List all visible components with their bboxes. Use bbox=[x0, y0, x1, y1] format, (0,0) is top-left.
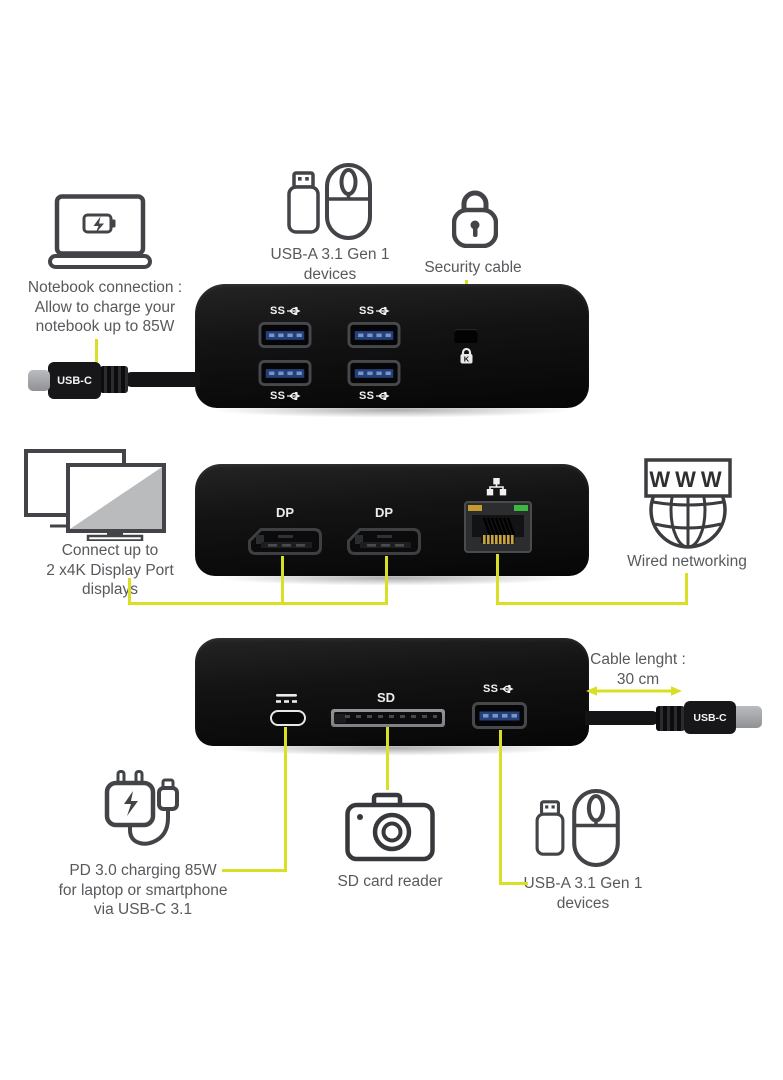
dock-shadow bbox=[210, 740, 574, 756]
usba-top-callout: USB-A 3.1 Gen 1 devices bbox=[268, 245, 392, 284]
callout-line: USB-A 3.1 Gen 1 bbox=[523, 875, 643, 892]
mouse-icon bbox=[325, 163, 372, 240]
sd-slot-pins bbox=[345, 715, 437, 718]
wall-charger-icon bbox=[104, 770, 179, 846]
dock-shadow bbox=[210, 570, 574, 586]
double-arrow-icon bbox=[586, 686, 682, 696]
usba-bottom-callout: USB-A 3.1 Gen 1 devices bbox=[520, 874, 646, 913]
callout-line: 2 x4K Display Port bbox=[46, 561, 174, 579]
kensington-lock-icon: K bbox=[460, 347, 473, 364]
superspeed-trident-icon bbox=[287, 391, 301, 401]
dock-shadow bbox=[205, 402, 579, 418]
connector-line bbox=[496, 602, 688, 605]
callout-line: devices bbox=[556, 894, 610, 912]
svg-text:WWW: WWW bbox=[649, 467, 726, 492]
sd-card-edge bbox=[334, 714, 346, 723]
superspeed-label: SS bbox=[359, 305, 390, 317]
svg-text:K: K bbox=[464, 354, 470, 363]
callout-line: displays bbox=[82, 581, 138, 598]
superspeed-label: SS bbox=[359, 390, 390, 402]
usbc-plug-label: USB-C bbox=[693, 711, 727, 724]
callout-line: for laptop or smartphone bbox=[58, 881, 228, 899]
usb-a-port bbox=[258, 360, 312, 386]
displays-callout: Connect up to 2 x4K Display Port display… bbox=[12, 541, 208, 600]
usbc-cable bbox=[585, 711, 659, 725]
usbc-plug-tip bbox=[736, 706, 762, 728]
sd-card-slot bbox=[331, 709, 445, 727]
top-view-section: Notebook connection : Allow to charge yo… bbox=[0, 0, 783, 440]
callout-line: devices bbox=[303, 265, 357, 283]
connector-line bbox=[499, 882, 528, 885]
callout-line: USB-A 3.1 Gen 1 bbox=[270, 246, 390, 263]
usb-flash-drive-icon bbox=[287, 171, 320, 234]
sd-reader-callout: SD card reader bbox=[325, 872, 455, 892]
dp-port-label: DP bbox=[374, 505, 394, 520]
superspeed-trident-icon bbox=[376, 391, 390, 401]
dp-port-label: DP bbox=[275, 505, 295, 520]
superspeed-trident-icon bbox=[376, 306, 390, 316]
connector-line bbox=[222, 869, 287, 872]
pd-charging-callout: PD 3.0 charging 85W for laptop or smartp… bbox=[40, 861, 246, 920]
connector-line bbox=[284, 727, 287, 872]
connector-line bbox=[128, 602, 388, 605]
notebook-connection-callout: Notebook connection : Allow to charge yo… bbox=[10, 278, 200, 337]
cable-length-callout: Cable lenght : 30 cm bbox=[577, 650, 699, 689]
superspeed-trident-icon bbox=[287, 306, 301, 316]
usb-c-port bbox=[270, 710, 306, 726]
padlock-icon bbox=[452, 190, 498, 248]
laptop-charging-icon bbox=[48, 194, 152, 269]
sd-slot-label: SD bbox=[377, 690, 396, 705]
callout-line: PD 3.0 charging 85W bbox=[69, 862, 217, 879]
dual-monitors-icon bbox=[24, 449, 166, 541]
usb-a-port bbox=[347, 360, 401, 386]
callout-line: via USB-C 3.1 bbox=[93, 901, 193, 918]
superspeed-label: SS bbox=[483, 683, 514, 695]
usbc-plug-ribs bbox=[656, 706, 685, 731]
displayport-port bbox=[347, 528, 421, 555]
connector-line bbox=[385, 556, 388, 605]
usbc-plug-ribs bbox=[100, 366, 128, 393]
sd-slot-opening bbox=[334, 712, 442, 724]
usb-a-port bbox=[347, 322, 401, 348]
callout-line: Connect up to bbox=[61, 542, 159, 559]
connector-line bbox=[496, 554, 499, 605]
usb-a-port bbox=[472, 702, 527, 729]
mouse-icon bbox=[572, 789, 620, 867]
callout-line: Cable lenght : bbox=[590, 651, 686, 668]
usbc-plug: USB-C bbox=[48, 362, 101, 399]
usb-flash-drive-icon bbox=[535, 800, 565, 856]
displayport-port bbox=[248, 528, 322, 555]
usbc-plug-tip bbox=[28, 370, 50, 391]
superspeed-trident-icon bbox=[500, 684, 514, 694]
www-globe-icon: WWW bbox=[644, 458, 732, 549]
security-cable-callout: Security cable bbox=[410, 258, 536, 278]
callout-line: SD card reader bbox=[337, 873, 443, 890]
usb-a-port bbox=[258, 322, 312, 348]
callout-line: Notebook connection : bbox=[27, 279, 183, 296]
usbc-plug-label: USB-C bbox=[57, 374, 92, 387]
callout-line: Wired networking bbox=[627, 553, 747, 570]
wired-networking-callout: Wired networking bbox=[612, 552, 762, 572]
security-lock-slot bbox=[454, 329, 478, 343]
connector-line bbox=[685, 573, 688, 605]
connector-line bbox=[499, 730, 502, 885]
superspeed-label: SS bbox=[270, 305, 301, 317]
connector-line bbox=[128, 578, 131, 605]
callout-line: 30 cm bbox=[616, 670, 660, 688]
usbc-plug: USB-C bbox=[684, 701, 736, 734]
network-nodes-icon bbox=[486, 478, 507, 496]
camera-icon bbox=[345, 792, 435, 862]
callout-line: Security cable bbox=[424, 259, 522, 276]
dc-power-symbol-icon bbox=[276, 694, 297, 703]
callout-line: notebook up to 85W bbox=[35, 318, 175, 335]
ethernet-port bbox=[464, 501, 532, 553]
connector-line bbox=[386, 727, 389, 790]
callout-line: Allow to charge your bbox=[34, 298, 176, 316]
connector-line bbox=[95, 339, 98, 364]
superspeed-label: SS bbox=[270, 390, 301, 402]
usbc-host-cable bbox=[124, 372, 200, 387]
connector-line bbox=[281, 556, 284, 605]
